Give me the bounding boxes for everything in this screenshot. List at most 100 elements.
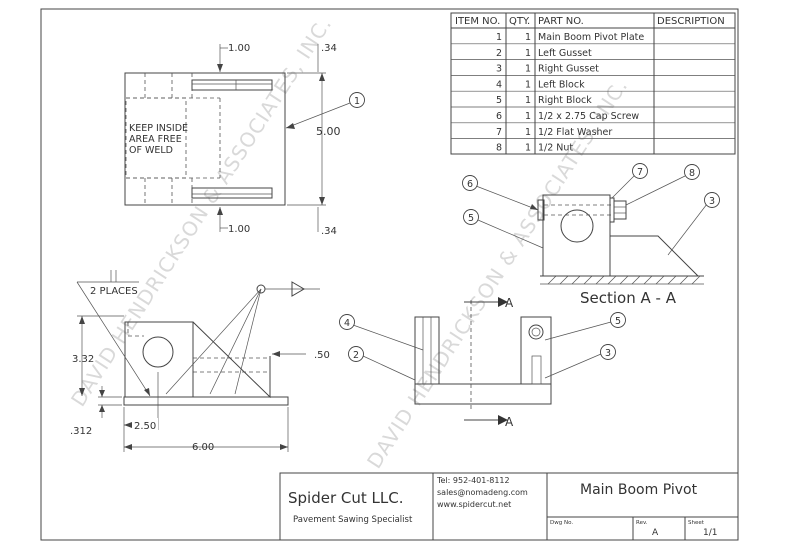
title-block: Spider Cut LLC. Pavement Sawing Speciali…	[279, 472, 739, 541]
balloon-label: 3	[709, 196, 715, 207]
pivot-plate-outline	[124, 72, 286, 206]
section-arrow-icon	[498, 415, 508, 425]
balloon-label: 6	[467, 179, 473, 190]
top-view: KEEP INSIDE AREA FREE OF WELD 1.00 .34 5…	[124, 43, 365, 237]
drawing-title: Main Boom Pivot	[580, 482, 698, 498]
balloon-8	[684, 164, 700, 180]
nut	[613, 200, 627, 220]
sheet-label: Sheet	[688, 520, 705, 526]
bom-cell-qty: 1	[525, 127, 531, 138]
base-plate	[123, 396, 289, 406]
balloon-3	[600, 344, 616, 360]
gusset-profile	[192, 321, 271, 399]
bom-cell-item: 7	[496, 127, 502, 138]
weld-keepout-note: KEEP INSIDE	[129, 123, 188, 134]
bom-cell-part: Right Gusset	[538, 64, 599, 75]
bom-cell-item: 1	[496, 32, 502, 43]
bom-header-qty: QTY.	[509, 16, 530, 27]
side-base-plate	[414, 383, 552, 405]
balloon-label: 2	[353, 350, 359, 361]
balloon-label: 1	[354, 96, 360, 107]
balloon-label: 4	[344, 318, 350, 329]
dim-thickness: .312	[70, 426, 92, 437]
bom-cell-part: Main Boom Pivot Plate	[538, 32, 644, 43]
balloon-label: 5	[468, 213, 474, 224]
bom-cell-item: 5	[496, 95, 502, 106]
gusset-top	[191, 79, 273, 91]
dim-hole-offset: 2.50	[134, 421, 156, 432]
left-block	[414, 316, 440, 385]
weld-flag-icon	[291, 281, 305, 297]
dim-height: 5.00	[316, 125, 341, 138]
bom-cell-part: Left Gusset	[538, 48, 592, 59]
pivot-hole	[142, 336, 174, 368]
balloon-label: 3	[605, 348, 611, 359]
contact-email: sales@nomadeng.com	[437, 488, 528, 497]
bom-cell-item: 8	[496, 143, 502, 154]
dim-top-right: .34	[321, 43, 337, 54]
bom-cell-item: 4	[496, 79, 502, 90]
section-title: Section A - A	[580, 289, 677, 307]
bom-cell-part: Left Block	[538, 79, 585, 90]
section-arrow-icon	[498, 297, 508, 307]
bom-header-part: PART NO.	[538, 16, 584, 27]
section-label-bottom: A	[505, 415, 514, 429]
balloon-4	[339, 314, 355, 330]
dim-bottom-left: 1.00	[228, 224, 250, 235]
dim-front-height: 3.32	[72, 354, 94, 365]
gusset-bottom	[191, 187, 273, 199]
bom-cell-part: 1/2 x 2.75 Cap Screw	[538, 111, 639, 122]
dim-bottom-right: .34	[321, 226, 337, 237]
dim-top-left: 1.00	[228, 43, 250, 54]
bom-cell-qty: 1	[525, 48, 531, 59]
bom-cell-part: 1/2 Nut	[538, 143, 573, 154]
section-label-top: A	[505, 296, 514, 310]
bom-cell-qty: 1	[525, 79, 531, 90]
contact-phone: Tel: 952-401-8112	[436, 476, 510, 485]
side-view: A A 4 2 5 3	[339, 296, 626, 429]
bom-cell-qty: 1	[525, 95, 531, 106]
section-view: Section A - A 6 5 7 8 3	[462, 163, 720, 307]
company-tagline: Pavement Sawing Specialist	[293, 515, 413, 525]
balloon-2	[348, 346, 364, 362]
bom-cell-item: 2	[496, 48, 502, 59]
bom-cell-part: Right Block	[538, 95, 592, 106]
bom-cell-qty: 1	[525, 32, 531, 43]
section-gusset	[610, 235, 699, 277]
company-name: Spider Cut LLC.	[288, 489, 403, 507]
bom-cell-qty: 1	[525, 64, 531, 75]
dim-overall-width: 6.00	[192, 442, 214, 453]
balloon-3	[704, 192, 720, 208]
rev-label: Rev.	[636, 520, 648, 526]
sheet-value: 1/1	[703, 528, 717, 538]
side-hole	[528, 324, 544, 340]
balloon-label: 8	[689, 168, 695, 179]
balloon-7	[632, 163, 648, 179]
bom-cell-qty: 1	[525, 111, 531, 122]
dwg-no-label: Dwg No.	[550, 520, 573, 526]
balloon-label: 5	[615, 316, 621, 327]
weld-keepout-note: AREA FREE	[129, 134, 182, 145]
bom-cell-part: 1/2 Flat Washer	[538, 127, 612, 138]
dim-gusset-offset: .50	[314, 350, 330, 361]
section-hole	[560, 209, 594, 243]
bom-table: ITEM NO. QTY. PART NO. DESCRIPTION 1 1 M…	[450, 12, 736, 155]
bom-cell-item: 6	[496, 111, 502, 122]
right-block	[520, 316, 552, 385]
balloon-5	[610, 312, 626, 328]
rev-value: A	[652, 528, 659, 538]
weld-keepout-note: OF WELD	[129, 145, 173, 156]
bom-cell-item: 3	[496, 64, 502, 75]
bom-cell-qty: 1	[525, 143, 531, 154]
balloon-1	[349, 92, 365, 108]
balloon-5	[463, 209, 479, 225]
contact-website: www.spidercut.net	[437, 500, 511, 509]
front-view: 2 PLACES 3.32 .312 2.50 6.00	[70, 270, 330, 453]
balloon-label: 7	[637, 167, 643, 178]
balloon-6	[462, 175, 478, 191]
watermark-text: DAVID HENDRICKSON & ASSOCIATES, INC.	[66, 12, 336, 411]
weld-places-note: 2 PLACES	[90, 286, 138, 297]
bom-header-item: ITEM NO.	[455, 16, 500, 27]
washer	[609, 197, 615, 223]
